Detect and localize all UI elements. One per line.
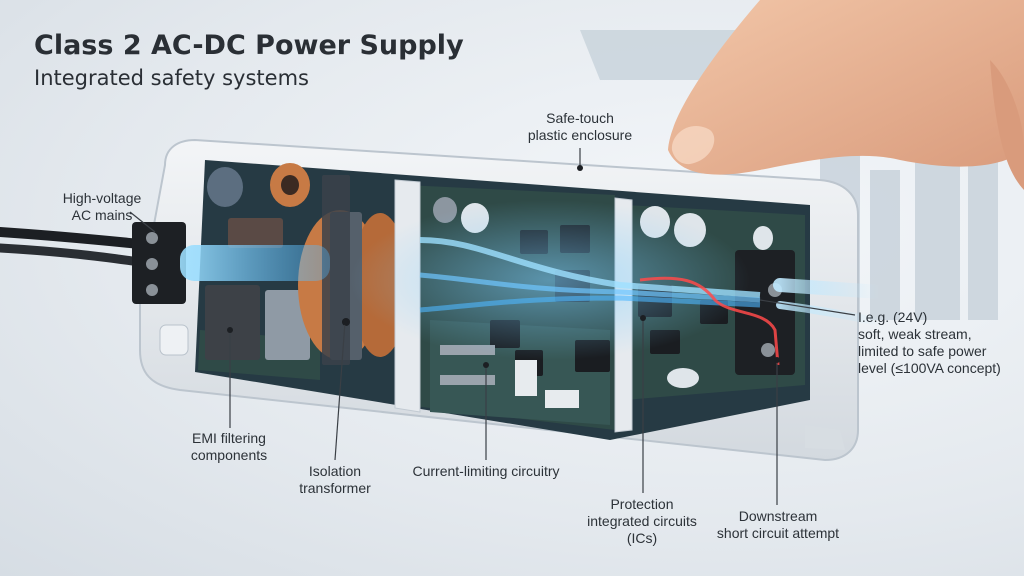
label-short-circuit: Downstream short circuit attempt: [708, 508, 848, 542]
page-subtitle: Integrated safety systems: [34, 66, 309, 90]
label-ac-mains: High-voltage AC mains: [56, 190, 148, 224]
input-terminal-block: [132, 222, 186, 304]
label-emi: EMI filtering components: [174, 430, 284, 464]
label-output: I.e.g. (24V) soft, weak stream, limited …: [858, 309, 1020, 377]
label-transformer: Isolation transformer: [290, 463, 380, 497]
label-enclosure: Safe-touch plastic enclosure: [524, 110, 636, 144]
ac-cable: [0, 232, 140, 262]
page-title: Class 2 AC-DC Power Supply: [34, 30, 464, 61]
label-current-limiting: Current-limiting circuitry: [398, 463, 574, 480]
label-protection-ics: Protection integrated circuits (ICs): [578, 496, 706, 547]
